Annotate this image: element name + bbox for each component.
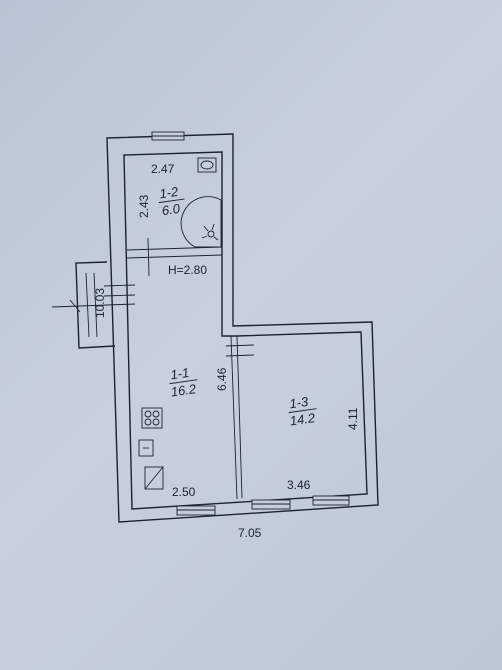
room-number: 1-2 [158, 184, 179, 202]
window-bottom-1 [176, 505, 216, 516]
window-bottom-2 [251, 499, 291, 510]
room-1-3: 1-3 14.2 [288, 394, 317, 429]
room-area: 6.0 [161, 201, 182, 218]
room-1-2: 1-2 6.0 [158, 184, 185, 218]
toilet-icon [197, 157, 217, 173]
dim-total-width: 7.05 [238, 526, 262, 540]
counter-icon [144, 466, 164, 490]
windows [151, 131, 350, 516]
room-area: 14.2 [289, 410, 317, 428]
dim-top-width: 2.47 [151, 162, 175, 176]
dim-ceiling: H=2.80 [168, 263, 207, 277]
stove-icon [141, 407, 163, 429]
dim-bottom-left: 2.50 [172, 485, 196, 499]
room-1-1: 1-1 16.2 [169, 365, 198, 400]
dim-middle-height: 6.46 [215, 367, 229, 391]
dim-right-height: 4.11 [346, 407, 360, 430]
dim-bottom-right: 3.46 [287, 478, 311, 492]
interior-walls [126, 246, 243, 500]
room-number: 1-3 [288, 394, 309, 412]
window-bottom-3 [312, 495, 350, 506]
outer-walls [106, 133, 379, 523]
room-number: 1-1 [169, 365, 190, 382]
door-marks [103, 237, 255, 357]
dim-left-height: 2.43 [137, 194, 151, 218]
entrance-vestibule [51, 261, 136, 349]
shower-icon [180, 196, 222, 248]
room-area: 16.2 [170, 381, 198, 399]
dim-entrance: 10.03 [93, 288, 107, 318]
sink-icon [138, 439, 154, 457]
